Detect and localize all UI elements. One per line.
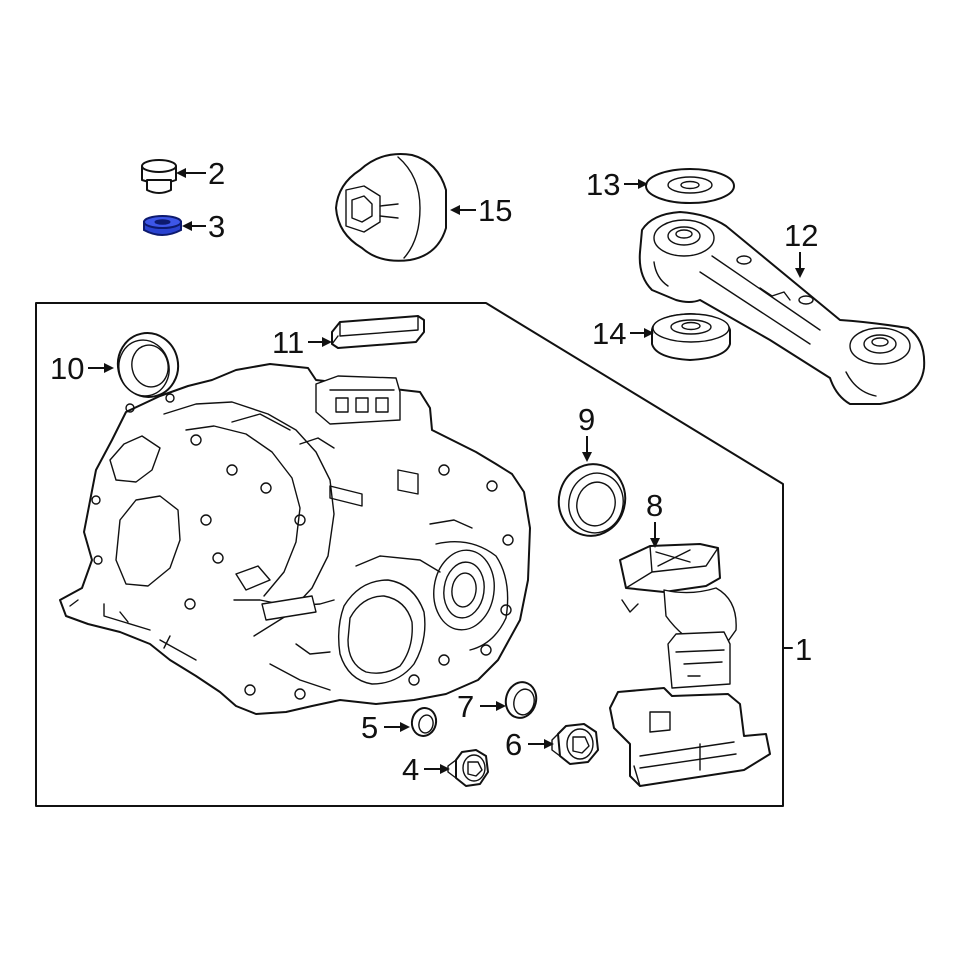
- callout-number-9: 9: [578, 402, 595, 437]
- callout-12: 12: [784, 218, 818, 278]
- callout-number-5: 5: [361, 710, 378, 745]
- part-6-filler-plug[interactable]: [551, 723, 599, 765]
- callout-2: 2: [176, 156, 225, 191]
- part-1-transaxle-housing[interactable]: [59, 363, 531, 715]
- callout-number-6: 6: [505, 727, 522, 762]
- callout-1: 1: [795, 632, 812, 667]
- callout-number-8: 8: [646, 488, 663, 523]
- callout-7: 7: [457, 689, 506, 724]
- callout-3: 3: [182, 209, 225, 244]
- callout-number-1: 1: [795, 632, 812, 667]
- part-12-torque-rod[interactable]: [638, 211, 926, 405]
- part-7-o-ring[interactable]: [502, 679, 540, 721]
- part-8-mount-bracket[interactable]: [609, 543, 771, 787]
- part-9-oil-seal[interactable]: [551, 457, 632, 543]
- callout-number-15: 15: [478, 193, 512, 228]
- callout-6: 6: [505, 727, 554, 762]
- callout-number-11: 11: [272, 325, 304, 360]
- callout-number-3: 3: [208, 209, 225, 244]
- callout-number-13: 13: [586, 167, 620, 202]
- callout-15: 15: [450, 193, 512, 228]
- callout-number-7: 7: [457, 689, 474, 724]
- part-10-oil-seal[interactable]: [112, 327, 184, 402]
- callout-4: 4: [402, 752, 450, 787]
- assembly-frame: [35, 302, 793, 807]
- part-15-bushing[interactable]: [335, 153, 447, 262]
- part-4-drain-plug[interactable]: [447, 749, 489, 787]
- callout-10: 10: [50, 351, 114, 386]
- callout-11: 11: [272, 325, 332, 360]
- callout-number-4: 4: [402, 752, 419, 787]
- callout-14: 14: [592, 316, 654, 351]
- callout-number-12: 12: [784, 218, 818, 253]
- callout-8: 8: [646, 488, 663, 548]
- part-13-washer[interactable]: [645, 168, 735, 204]
- callout-5: 5: [361, 710, 410, 745]
- part-3-washer[interactable]: [143, 215, 182, 236]
- callout-13: 13: [586, 167, 648, 202]
- part-2-plug[interactable]: [141, 159, 177, 194]
- callout-9: 9: [578, 402, 595, 462]
- callout-number-2: 2: [208, 156, 225, 191]
- callout-number-14: 14: [592, 316, 626, 351]
- part-5-o-ring[interactable]: [409, 706, 438, 738]
- callout-number-10: 10: [50, 351, 84, 386]
- part-14-cushion[interactable]: [651, 313, 731, 361]
- part-11-cover[interactable]: [331, 315, 425, 349]
